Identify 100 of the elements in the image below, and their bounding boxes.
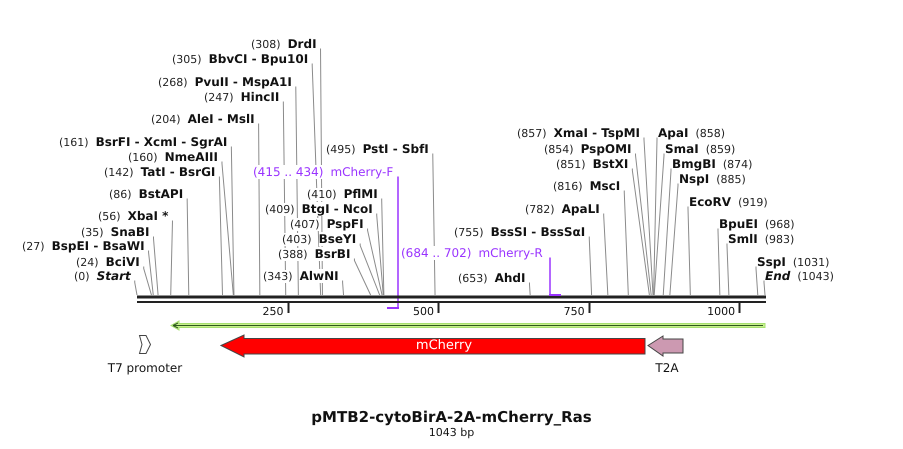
- site-position: (305): [172, 52, 202, 66]
- leader-line: [376, 213, 384, 296]
- leader-line: [528, 282, 531, 296]
- leader-line: [258, 123, 260, 296]
- leader-line: [381, 198, 384, 296]
- primer-leader-line: [397, 176, 399, 307]
- enzyme-name: BtgI - NcoI: [302, 202, 373, 216]
- leader-line: [221, 161, 234, 296]
- site-position: (851): [556, 158, 586, 170]
- gene-name: mCherry: [414, 338, 474, 354]
- primer-position: (415 .. 434): [253, 164, 324, 178]
- site-position: (653): [458, 272, 488, 284]
- sequence-length: 1043 bp: [428, 426, 474, 439]
- tick-label: 750: [564, 306, 585, 318]
- primer-leader-line: [549, 258, 551, 294]
- primer-position: (684 .. 702): [401, 246, 472, 260]
- orf-feature: [170, 320, 766, 331]
- coding-feature: [220, 334, 646, 358]
- site-position: (247): [204, 90, 234, 104]
- site-position: (204): [151, 112, 181, 126]
- site-position: (27): [22, 240, 45, 252]
- primer-name: mCherry-R: [478, 246, 543, 260]
- leader-line: [643, 137, 654, 296]
- leader-line: [718, 228, 720, 296]
- site-position: (816): [553, 180, 583, 192]
- enzyme-name: BbvCI - Bpu10I: [208, 52, 308, 66]
- enzyme-name: AleI - MslI: [188, 112, 255, 126]
- leader-line: [170, 220, 173, 296]
- enzyme-name: SmaI: [665, 142, 699, 156]
- leader-line: [143, 266, 152, 296]
- leader-line: [756, 266, 758, 296]
- leader-line: [230, 146, 234, 296]
- enzyme-name: BseYI: [318, 232, 356, 246]
- site-position: (388): [278, 248, 308, 260]
- leader-line: [654, 153, 664, 296]
- site-position: (874): [722, 158, 752, 170]
- site-position: (495): [326, 142, 356, 156]
- site-position: (885): [716, 172, 746, 186]
- leader-line: [764, 280, 766, 296]
- site-position: (142): [104, 166, 134, 178]
- enzyme-name: EcoRV: [689, 194, 732, 208]
- leader-line: [342, 280, 344, 296]
- leader-line: [653, 137, 658, 296]
- feature-label: T2A: [654, 361, 680, 375]
- leader-line: [624, 190, 629, 296]
- enzyme-name: BstAPI: [138, 186, 184, 200]
- tick-label: 250: [262, 306, 284, 318]
- primer-binding-mark: [387, 307, 399, 309]
- sequence-ruler: [137, 295, 766, 304]
- enzyme-name: PstI - SbfI: [362, 142, 429, 156]
- leader-line: [432, 153, 436, 296]
- site-position: (308): [251, 38, 281, 50]
- enzyme-name: SspI: [757, 254, 786, 268]
- enzyme-name: BspEI - BsaWI: [52, 238, 145, 252]
- site-position: (86): [109, 188, 132, 200]
- site-position: (968): [764, 218, 795, 230]
- enzyme-name: BssSI - BssSαI: [490, 224, 586, 238]
- site-position: (407): [290, 218, 320, 230]
- site-position: (859): [706, 142, 736, 156]
- enzyme-name: HincII: [240, 90, 280, 104]
- enzyme-name: AlwNI: [300, 268, 339, 282]
- enzyme-name: MscI: [590, 178, 620, 192]
- enzyme-name: XbaI *: [128, 208, 168, 222]
- site-position: (35): [81, 226, 104, 238]
- leader-line: [635, 153, 652, 296]
- enzyme-name: AhdI: [494, 270, 526, 284]
- leader-line: [367, 228, 383, 296]
- site-position: (782): [525, 202, 555, 216]
- site-position: (409): [265, 202, 295, 216]
- site-position: (343): [263, 270, 293, 282]
- enzyme-name: BsrBI: [314, 246, 350, 260]
- primer-name: mCherry-F: [330, 164, 394, 178]
- enzyme-name: DrdI: [288, 36, 317, 50]
- site-position: (1043): [797, 270, 834, 282]
- site-position: (24): [76, 256, 99, 268]
- site-position: (983): [764, 232, 794, 246]
- site-position: (403): [282, 232, 312, 246]
- enzyme-name: BsrFI - XcmI - SgrAI: [96, 134, 228, 148]
- enzyme-name: BstXI: [592, 156, 628, 170]
- leader-line: [632, 168, 650, 296]
- leader-line: [360, 243, 380, 296]
- enzyme-name: NmeAIII: [164, 150, 218, 164]
- enzyme-name: TatI - BsrGI: [140, 164, 216, 178]
- enzyme-name: BmgBI: [672, 156, 716, 170]
- site-position: (268): [158, 76, 188, 88]
- site-position: (56): [98, 210, 121, 222]
- enzyme-name: XmaI - TspMI: [554, 126, 640, 140]
- site-position: (0): [74, 270, 90, 282]
- leader-line: [662, 168, 672, 296]
- enzyme-name: BpuEI: [719, 216, 758, 230]
- enzyme-name: PvuII - MspA1I: [194, 74, 292, 88]
- enzyme-name: SnaBI: [110, 224, 150, 238]
- enzyme-name: ApaI: [658, 126, 688, 140]
- sequence-end-label: Start: [96, 268, 131, 282]
- enzyme-name: NspI: [679, 172, 710, 186]
- leader-line: [726, 243, 730, 296]
- leader-line: [148, 250, 154, 296]
- leader-line: [588, 236, 592, 296]
- leader-line: [134, 280, 138, 296]
- leader-line: [218, 176, 223, 296]
